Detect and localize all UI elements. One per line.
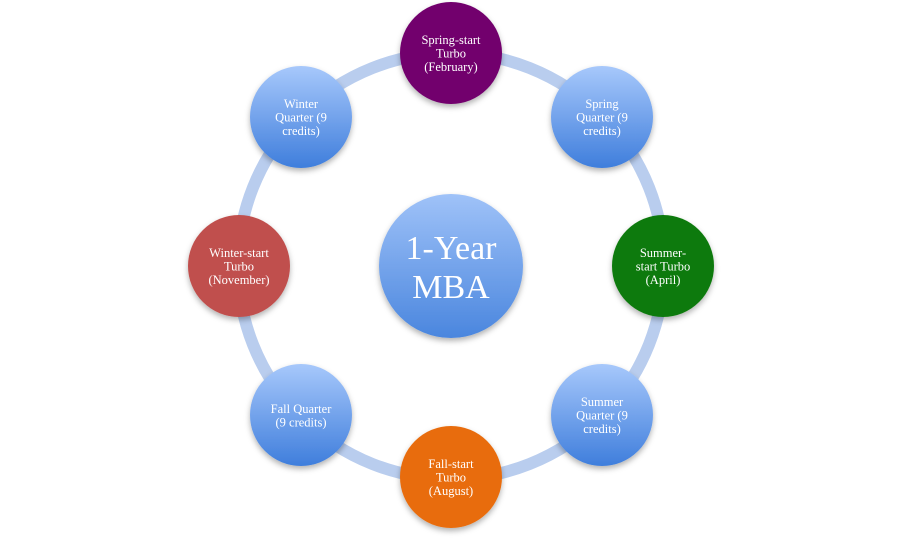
node-label-line: Spring-start — [421, 33, 481, 47]
node-label-line: credits) — [583, 422, 620, 436]
node-label-line: Fall Quarter — [271, 402, 333, 416]
node-label-line: (November) — [208, 273, 269, 287]
node-circle — [551, 364, 653, 466]
node-label-line: Turbo — [436, 471, 466, 485]
node-label-line: Summer — [581, 395, 624, 409]
node-label-line: credits) — [282, 124, 319, 138]
node-label-line: (April) — [646, 273, 681, 287]
node-label-line: Spring — [585, 97, 619, 111]
node-label-line: Turbo — [436, 47, 466, 61]
node-label-line: Quarter (9 — [576, 111, 628, 125]
node-circle — [551, 66, 653, 168]
center-label-line-2: MBA — [412, 269, 490, 306]
node-label-line: Quarter (9 — [275, 111, 327, 125]
node-circle — [250, 364, 352, 466]
center-label-line-1: 1-Year — [406, 230, 498, 267]
center-node: 1-Year MBA — [379, 194, 523, 338]
node-fall-quarter: Fall Quarter(9 credits) — [250, 364, 352, 466]
node-label-line: Quarter (9 — [576, 409, 628, 423]
node-circle — [612, 215, 714, 317]
node-label-line: Winter-start — [209, 246, 269, 260]
node-circle — [400, 2, 502, 104]
node-circle — [400, 426, 502, 528]
node-label-line: Turbo — [224, 260, 254, 274]
node-label-line: start Turbo — [636, 260, 691, 274]
node-label-line: credits) — [583, 124, 620, 138]
node-label-line: (9 credits) — [275, 415, 326, 429]
node-summer-start-turbo: Summer-start Turbo(April) — [612, 215, 714, 317]
node-label-line: Fall-start — [428, 457, 474, 471]
node-label-line: (August) — [429, 484, 473, 498]
node-label-line: Winter — [284, 97, 319, 111]
node-circle — [188, 215, 290, 317]
node-label-line: Summer- — [640, 246, 686, 260]
node-circle — [250, 66, 352, 168]
node-label-line: (February) — [424, 60, 477, 74]
